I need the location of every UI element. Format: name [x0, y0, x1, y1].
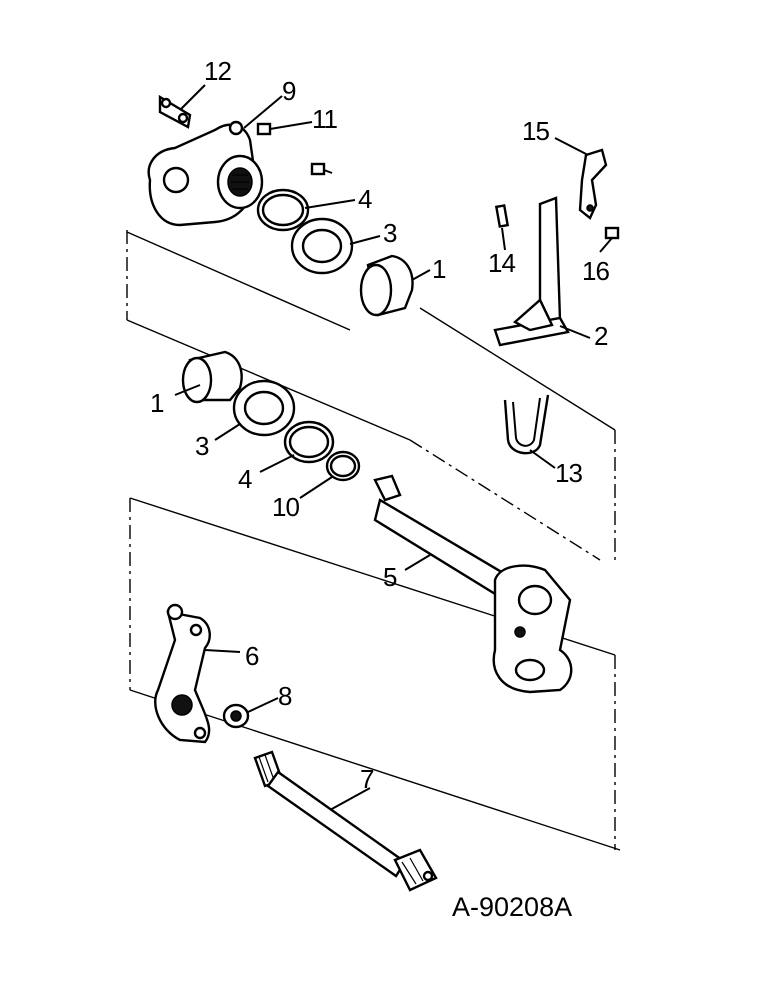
callout-4-upper: 4: [358, 184, 372, 214]
callout-7: 7: [360, 764, 374, 794]
assembly-boundary-upper: [126, 230, 616, 565]
leader-lines: [174, 84, 613, 811]
ring-part-10: [325, 450, 361, 482]
callout-14: 14: [488, 248, 515, 278]
callout-3-lower: 3: [195, 431, 209, 461]
seal-ring-part-4-lower: [283, 420, 335, 464]
figure-reference: A-90208A: [452, 892, 572, 922]
screw-part-11: [256, 122, 333, 176]
link-plate-part-12: [158, 94, 192, 129]
callout-15: 15: [522, 116, 549, 146]
callout-16: 16: [582, 256, 609, 286]
callout-5: 5: [383, 562, 397, 592]
callout-labels: 12 9 11 4 3 1 15 14 16 2 1 3 4 10 13 5 6…: [150, 56, 610, 794]
callout-9: 9: [282, 76, 296, 106]
callout-13: 13: [555, 458, 582, 488]
splined-shaft-part-7: [253, 750, 438, 892]
washer-part-3-upper: [290, 217, 354, 275]
arm-housing-part-9: [147, 120, 264, 227]
lever-part-15: [578, 148, 608, 220]
callout-6: 6: [245, 641, 259, 671]
callout-2: 2: [594, 321, 608, 351]
washer-part-3-lower: [232, 379, 296, 437]
spring-pin-part-14: [494, 204, 510, 228]
seal-ring-part-4-upper: [256, 188, 310, 232]
callout-1-upper: 1: [432, 254, 446, 284]
bushing-part-1-upper: [359, 254, 414, 317]
callout-1-lower: 1: [150, 388, 164, 418]
bushing-part-1-lower: [181, 350, 243, 404]
spacer-part-8: [222, 703, 250, 729]
callout-12: 12: [204, 56, 231, 86]
lift-arm-part-6: [154, 603, 211, 744]
callout-4-lower: 4: [238, 464, 252, 494]
rockshaft-part-5: [373, 474, 573, 694]
bracket-part-2: [493, 196, 570, 347]
u-bolt-part-13: [503, 394, 550, 455]
callout-11: 11: [312, 104, 338, 134]
callout-3-upper: 3: [383, 218, 397, 248]
callout-8: 8: [278, 681, 292, 711]
callout-10: 10: [272, 492, 299, 522]
bolt-part-16: [604, 226, 620, 240]
